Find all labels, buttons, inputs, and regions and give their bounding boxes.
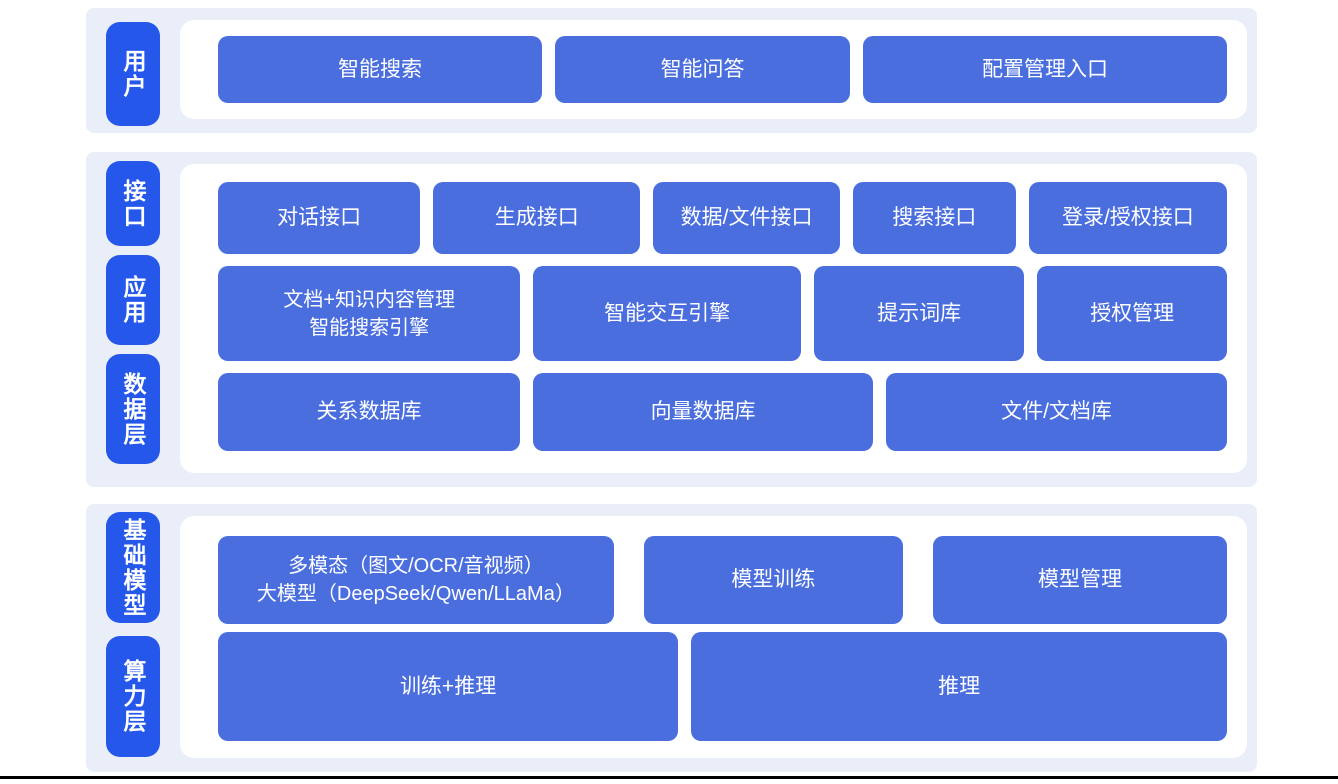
layer-label-application: 应用 — [106, 255, 160, 345]
application-row: 文档+知识内容管理 智能搜索引擎 智能交互引擎 提示词库 授权管理 — [218, 266, 1227, 361]
user-layer-label-column: 用户 — [106, 8, 160, 133]
interface-row: 对话接口 生成接口 数据/文件接口 搜索接口 登录/授权接口 — [218, 182, 1228, 254]
node-label: 智能交互引擎 — [604, 301, 731, 325]
node-label: 模型管理 — [1037, 568, 1122, 592]
node-label: 授权管理 — [1090, 301, 1175, 325]
node-smart-search: 智能搜索 — [218, 36, 543, 103]
node-doc-knowledge-search-engine: 文档+知识内容管理 智能搜索引擎 — [218, 266, 521, 361]
node-label: 智能问答 — [660, 57, 745, 81]
node-smart-qa: 智能问答 — [555, 36, 851, 103]
node-model-training: 模型训练 — [643, 536, 903, 624]
bottom-rule — [0, 776, 1338, 779]
node-label: 对话接口 — [277, 206, 362, 230]
node-label: 登录/授权接口 — [1061, 206, 1194, 230]
band-interface-application-data: 接口 应用 数据层 对话接口 生成接口 数据/文件接口 搜索接口 登录/授权接口 — [86, 152, 1257, 487]
node-label: 搜索接口 — [892, 206, 977, 230]
node-dialog-api: 对话接口 — [218, 182, 421, 254]
foundation-model-row: 多模态（图文/OCR/音视频） 大模型（DeepSeek/Qwen/LLaMa）… — [218, 536, 1228, 624]
node-label: 数据/文件接口 — [680, 206, 813, 230]
node-model-management: 模型管理 — [932, 536, 1228, 624]
node-label: 训练+推理 — [399, 674, 497, 698]
node-label: 向量数据库 — [650, 400, 756, 424]
node-label: 文件/文档库 — [1001, 400, 1112, 424]
layer-label-user: 用户 — [106, 22, 160, 126]
node-search-api: 搜索接口 — [852, 182, 1016, 254]
node-config-management-entry: 配置管理入口 — [863, 36, 1227, 103]
node-label: 配置管理入口 — [982, 57, 1109, 81]
node-smart-interaction-engine: 智能交互引擎 — [533, 266, 801, 361]
user-layer-row: 智能搜索 智能问答 配置管理入口 — [218, 36, 1227, 103]
layer-label-data: 数据层 — [106, 354, 160, 464]
user-layer-panel: 智能搜索 智能问答 配置管理入口 — [180, 20, 1247, 119]
layer-label-compute: 算力层 — [106, 636, 160, 757]
middle-layer-label-column: 接口 应用 数据层 — [106, 152, 160, 487]
node-relational-db: 关系数据库 — [218, 373, 521, 451]
node-label-line2: 智能搜索引擎 — [309, 316, 430, 339]
data-row: 关系数据库 向量数据库 文件/文档库 — [218, 373, 1227, 451]
node-label-line2: 大模型（DeepSeek/Qwen/LLaMa） — [256, 583, 575, 605]
node-label: 推理 — [938, 674, 981, 698]
node-login-auth-api: 登录/授权接口 — [1028, 182, 1228, 254]
layer-label-foundation-model: 基础模型 — [106, 512, 160, 623]
node-label: 模型训练 — [731, 568, 816, 592]
middle-layer-panel: 对话接口 生成接口 数据/文件接口 搜索接口 登录/授权接口 文档+知识内容管理 — [180, 164, 1247, 473]
node-multimodal-llm: 多模态（图文/OCR/音视频） 大模型（DeepSeek/Qwen/LLaMa） — [218, 536, 614, 624]
node-prompt-library: 提示词库 — [813, 266, 1025, 361]
layer-label-interface: 接口 — [106, 161, 160, 246]
node-generation-api: 生成接口 — [433, 182, 641, 254]
node-label-line1: 多模态（图文/OCR/音视频） — [288, 555, 544, 577]
node-data-file-api: 数据/文件接口 — [653, 182, 840, 254]
bottom-layer-panel: 多模态（图文/OCR/音视频） 大模型（DeepSeek/Qwen/LLaMa）… — [180, 516, 1247, 758]
node-file-doc-store: 文件/文档库 — [886, 373, 1227, 451]
node-inference: 推理 — [691, 632, 1227, 741]
node-label-line1: 文档+知识内容管理 — [283, 288, 456, 311]
node-auth-management: 授权管理 — [1037, 266, 1227, 361]
band-foundation-compute: 基础模型 算力层 多模态（图文/OCR/音视频） 大模型（DeepSeek/Qw… — [86, 504, 1257, 772]
node-label: 关系数据库 — [316, 400, 422, 424]
node-vector-db: 向量数据库 — [533, 373, 874, 451]
node-training-inference: 训练+推理 — [218, 632, 679, 741]
node-label: 生成接口 — [494, 206, 579, 230]
bottom-layer-label-column: 基础模型 算力层 — [106, 504, 160, 772]
band-user-layer: 用户 智能搜索 智能问答 配置管理入口 — [86, 8, 1257, 133]
node-label: 提示词库 — [877, 301, 962, 325]
compute-row: 训练+推理 推理 — [218, 632, 1227, 741]
node-label: 智能搜索 — [338, 57, 422, 81]
